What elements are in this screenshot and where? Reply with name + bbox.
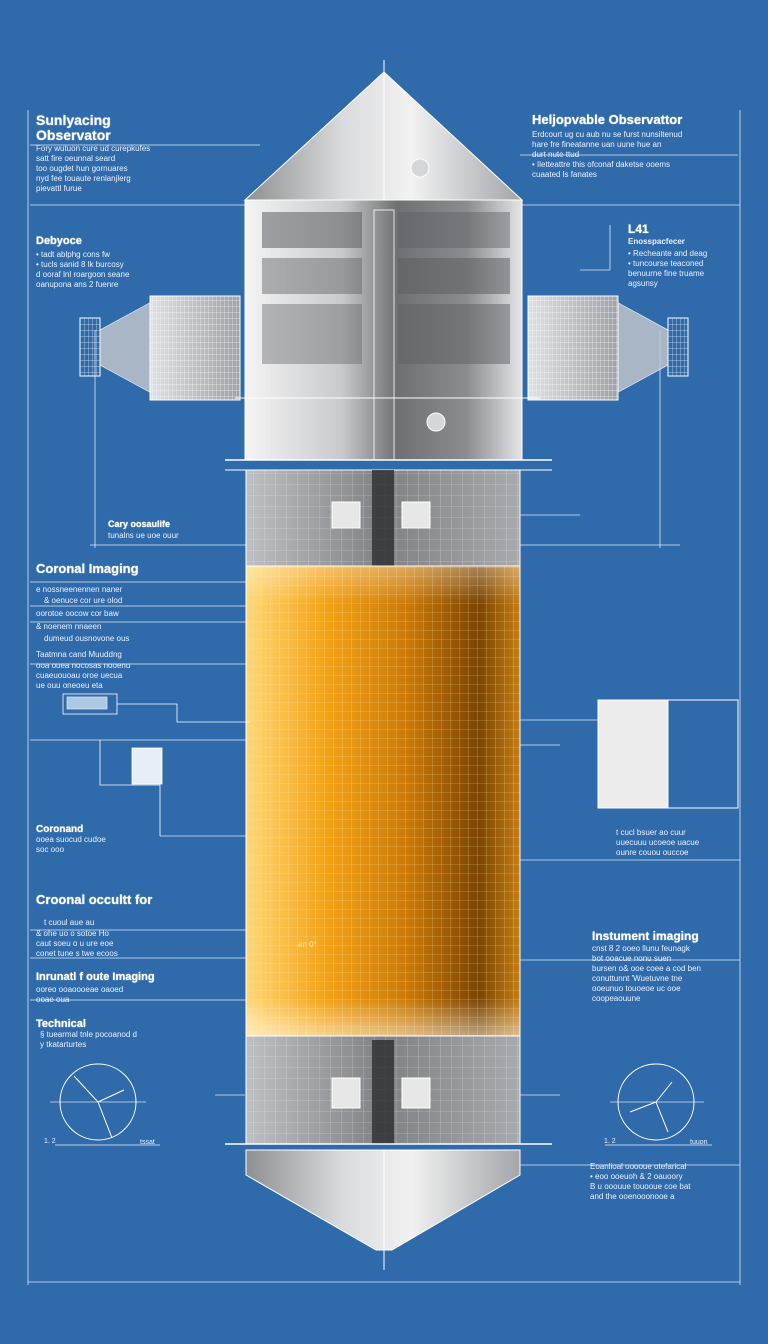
- core-mark: an 0*: [298, 940, 317, 949]
- gauge-right-scale: 1. 2: [604, 1138, 616, 1145]
- coronal-line-2: & oenuce cor ure olod: [44, 596, 123, 605]
- lower-left-bracket-icon: [331, 1077, 361, 1109]
- gauge-left-scale: 1. 2: [44, 1138, 56, 1145]
- detail-panel-box-left: [62, 693, 250, 836]
- occult-title: Croonal occultt for: [36, 892, 153, 907]
- coronand-body: ooea suocud cudoe soc ooo: [36, 835, 106, 854]
- gauge-right-tick: tuuon: [690, 1139, 708, 1146]
- gauge-dial-right: [605, 1063, 712, 1146]
- bottom-cone: [245, 1149, 521, 1251]
- coronal-line-1: e nossneenennen naner: [36, 585, 123, 594]
- left-2-title: Debyoce: [36, 235, 82, 247]
- left-3-body: tunalns ue uoe ouur: [108, 531, 179, 540]
- right-2-subtitle: Enosspacfecer: [628, 237, 685, 246]
- top-left-title: Sunlyacing Observator: [36, 112, 111, 143]
- occult-line-1: t cuoul aue au: [44, 918, 95, 927]
- coronal-line-6: Taatmna cand Muuddng: [36, 650, 122, 659]
- left-3-title: Cary oosaulife: [108, 519, 171, 529]
- technical-title: Technical: [36, 1018, 86, 1030]
- coronal-line-3: oorotoe oocow cor baw: [36, 609, 119, 618]
- coronal-line-9: ue ouu oneoeu eta: [36, 681, 103, 690]
- lower-right-bracket-icon: [401, 1077, 431, 1109]
- bottom-right-body: Eoanlioal ooooue otefarical • eoo ooeuoh…: [590, 1162, 691, 1201]
- coronal-line-5: dumeud ousnovone ous: [44, 634, 130, 643]
- upper-right-bracket-icon: [401, 501, 431, 529]
- solar-panel-array-right: [527, 295, 689, 401]
- top-left-body: Fory wutuon cure ud curepkufes satt fire…: [36, 144, 151, 193]
- occult-line-3: caut soeu o u ure eoe: [36, 939, 114, 948]
- internal-body: ooreo ooaoooeae oaoed ooae oua: [36, 985, 124, 1004]
- coronal-line-4: & noenem nnaeen: [36, 622, 102, 631]
- upper-valve-icon: [410, 158, 430, 178]
- instrument-body: cnst 8 2 ooeo llunu feunagk bot ooacue n…: [592, 944, 701, 1003]
- occult-line-2: & ohe uo o sotoe Ho: [36, 929, 109, 938]
- right-mid-body: t cucl bsuer ao cuur uuecuuu ucoeoe uacu…: [616, 828, 700, 857]
- left-2-body: • tadt ablphg cons fw • tucls sanid 8 lk…: [36, 250, 130, 289]
- gauge-dial-left: [50, 1063, 160, 1146]
- coronal-line-7: ooa ouea nocosas nooenu: [36, 661, 131, 670]
- internal-title: Inrunatl f oute Imaging: [36, 971, 155, 983]
- detail-panel-box-right: [597, 699, 739, 809]
- gauge-left-tick: tssat: [140, 1139, 155, 1146]
- top-right-body: Erdcourt ug cu aub nu se furst nunsilten…: [532, 130, 683, 179]
- top-right-title: Heljopvable Observattor: [532, 112, 683, 127]
- instrument-title: Instument imaging: [592, 929, 699, 943]
- coronal-imaging-title: Coronal Imaging: [36, 561, 139, 576]
- leader-lines: [27, 110, 741, 1285]
- solar-panel-array-left: [79, 295, 241, 401]
- coronand-title: Coronand: [36, 824, 84, 835]
- technical-body: § tuearmal tnle pocoanod d y tkatarturte…: [40, 1030, 137, 1049]
- upper-left-bracket-icon: [331, 501, 361, 529]
- right-2-body: • Recheante and deag • tuncourse teacone…: [628, 249, 708, 288]
- coronal-line-8: cuaeuouoau oroe uecua: [36, 671, 123, 680]
- right-2-title: L41: [628, 222, 649, 236]
- occult-line-4: conet tune s twe ecoos: [36, 949, 118, 958]
- mid-valve-icon: [426, 412, 446, 432]
